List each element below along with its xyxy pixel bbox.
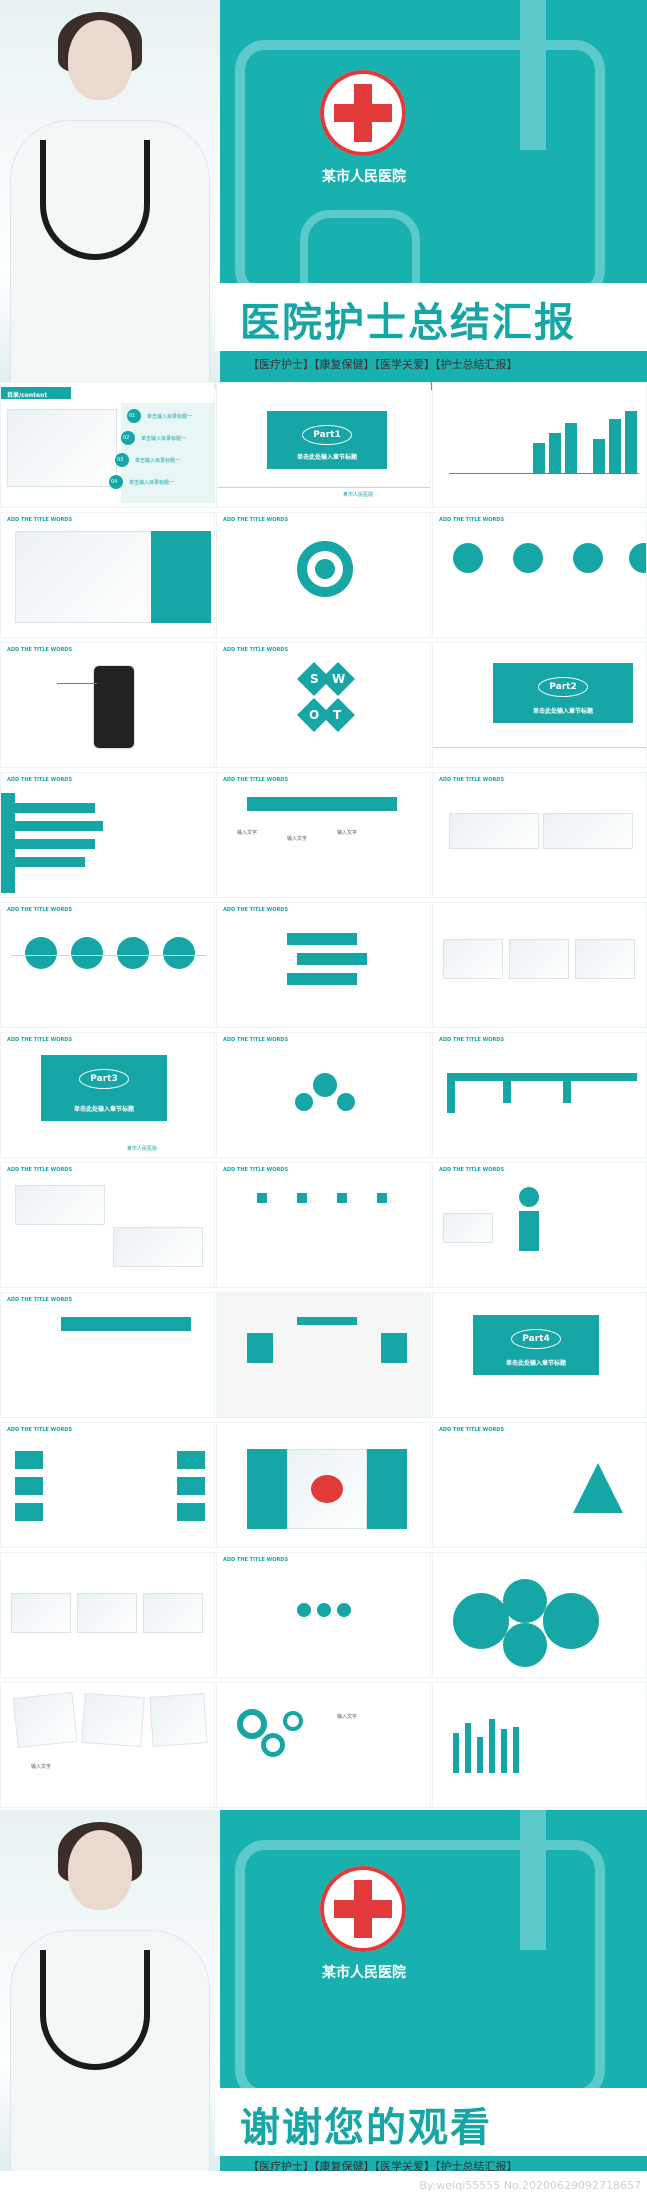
cover-tags: 【医疗护士】【康复保健】【医学关爱】【护士总结汇报】 (248, 358, 518, 371)
slide-steps[interactable]: ADD THE TITLE WORDS (432, 1032, 647, 1158)
person-icon (519, 1187, 539, 1207)
stethoscope-icon (40, 1950, 150, 2070)
slide-toc[interactable]: 目录/content 01 单击输入目录标题一 02 单击输入目录标题一 03 … (0, 382, 215, 508)
slide-bubbles[interactable]: ADD THE TITLE WORDS (216, 1032, 431, 1158)
cover-title: 医院护士总结汇报 (240, 299, 576, 346)
slide-column-chart[interactable] (432, 1682, 647, 1808)
cover-tags: 【医疗护士】【康复保健】【医学关爱】【护士总结汇报】 (248, 2160, 518, 2171)
slide-triangle[interactable]: ADD THE TITLE WORDS (432, 1422, 647, 1548)
part-label: Part4 (511, 1329, 561, 1349)
slide-doctor-text[interactable]: ADD THE TITLE WORDS (0, 1162, 215, 1288)
slide-semicircles[interactable]: ADD THE TITLE WORDS (0, 902, 215, 1028)
slide-photo-strip[interactable]: ADD THE TITLE WORDS (432, 772, 647, 898)
home-icon (315, 559, 335, 579)
watermark-right: By:weiqi55555 No.20200629092718657 (419, 2179, 641, 2192)
heart-photo (543, 813, 633, 849)
slide-photo-collage[interactable] (0, 1552, 215, 1678)
part-subtitle: 单击此处输入章节标题 (505, 1360, 566, 1367)
slide-heart-hands[interactable] (216, 1422, 431, 1548)
doctor-photo (0, 1810, 220, 2171)
chat-icon (573, 543, 603, 573)
slide-icon-grid[interactable]: ADD THE TITLE WORDS (216, 1162, 431, 1288)
hospital-cross-logo (320, 70, 406, 156)
part-subtitle: 单击此处输入章节标题 (73, 1106, 134, 1113)
hospital-cross-logo (320, 1866, 406, 1952)
stethoscope-icon (40, 140, 150, 260)
slide-part2[interactable]: Part2 单击此处输入章节标题 (432, 642, 647, 768)
slide-bracket[interactable] (216, 1292, 431, 1418)
slide-swot[interactable]: ADD THE TITLE WORDS S W O T (216, 642, 431, 768)
slide-three-photos[interactable] (432, 902, 647, 1028)
slide-tilted-photos[interactable]: 输入文字 (0, 1682, 215, 1808)
slide-gears[interactable]: 输入文字 (216, 1682, 431, 1808)
slide-grid: 目录/content 01 单击输入目录标题一 02 单击输入目录标题一 03 … (0, 382, 647, 1808)
slide-bar-chart[interactable] (432, 382, 647, 508)
cover-slide-bottom: 某市人民医院 谢谢您的观看 【医疗护士】【康复保健】【医学关爱】【护士总结汇报】 (0, 1810, 647, 2171)
location-icon (453, 543, 483, 573)
nurse-photo (15, 531, 155, 623)
slide-part1[interactable]: Part1 单击此处输入章节标题 某市人民医院 (216, 382, 431, 508)
bg-pipe (520, 0, 546, 150)
people-icon (513, 543, 543, 573)
hospital-name: 某市人民医院 (322, 169, 406, 185)
gear-icon (261, 1733, 285, 1757)
slide-arrow-flow[interactable]: ADD THE TITLE WORDS 输入文字 输入文字 输入文字 (216, 772, 431, 898)
gear-icon (297, 541, 353, 597)
gear-icon (237, 1709, 267, 1739)
slide-photo-text[interactable]: ADD THE TITLE WORDS (0, 512, 215, 638)
slide-person[interactable]: ADD THE TITLE WORDS (432, 1162, 647, 1288)
part-subtitle: 单击此处输入章节标题 (296, 454, 357, 461)
part-label: Part3 (79, 1069, 129, 1089)
phone-image (93, 665, 135, 749)
hospital-name: 某市人民医院 (322, 1965, 406, 1981)
slide-checklist[interactable]: ADD THE TITLE WORDS (0, 1422, 215, 1548)
slide-circles[interactable] (432, 1552, 647, 1678)
hospital-building (443, 1213, 493, 1243)
watermark-strip: 昵图网 www.nipic.com By:weiqi55555 No.20200… (0, 2171, 647, 2199)
part-label: Part2 (538, 677, 588, 697)
slide-zigzag[interactable]: ADD THE TITLE WORDS (216, 902, 431, 1028)
doctors-photo (7, 409, 117, 487)
title-band (215, 283, 647, 351)
title-band (215, 2088, 647, 2156)
dollar-icon (629, 543, 646, 573)
slide-chevrons[interactable]: ADD THE TITLE WORDS (0, 1292, 215, 1418)
heart-icon (311, 1475, 343, 1503)
slide-phone[interactable]: ADD THE TITLE WORDS (0, 642, 215, 768)
triangle-shape (573, 1463, 623, 1513)
slide-gear[interactable]: ADD THE TITLE WORDS (216, 512, 431, 638)
closing-title: 谢谢您的观看 (240, 2104, 492, 2151)
doctor-photo (0, 0, 220, 390)
watermark-left: 昵图网 www.nipic.com (4, 2180, 170, 2196)
part-label: Part1 (302, 425, 352, 445)
slide-part3[interactable]: ADD THE TITLE WORDS Part3 单击此处输入章节标题 某市人… (0, 1032, 215, 1158)
slide-icon-map[interactable]: ADD THE TITLE WORDS (216, 1552, 431, 1678)
gear-icon (283, 1711, 303, 1731)
pills-photo (449, 813, 539, 849)
slide-part4[interactable]: Part4 单击此处输入章节标题 (432, 1292, 647, 1418)
slide-icon-plus[interactable]: ADD THE TITLE WORDS (432, 512, 647, 638)
cover-slide-top: 某市人民医院 医院护士总结汇报 【医疗护士】【康复保健】【医学关爱】【护士总结汇… (0, 0, 647, 390)
toc-heading: 目录/content (7, 392, 48, 399)
bg-pipe (520, 1810, 546, 1950)
slide-side-tabs[interactable]: ADD THE TITLE WORDS (0, 772, 215, 898)
part-subtitle: 单击此处输入章节标题 (532, 708, 593, 715)
